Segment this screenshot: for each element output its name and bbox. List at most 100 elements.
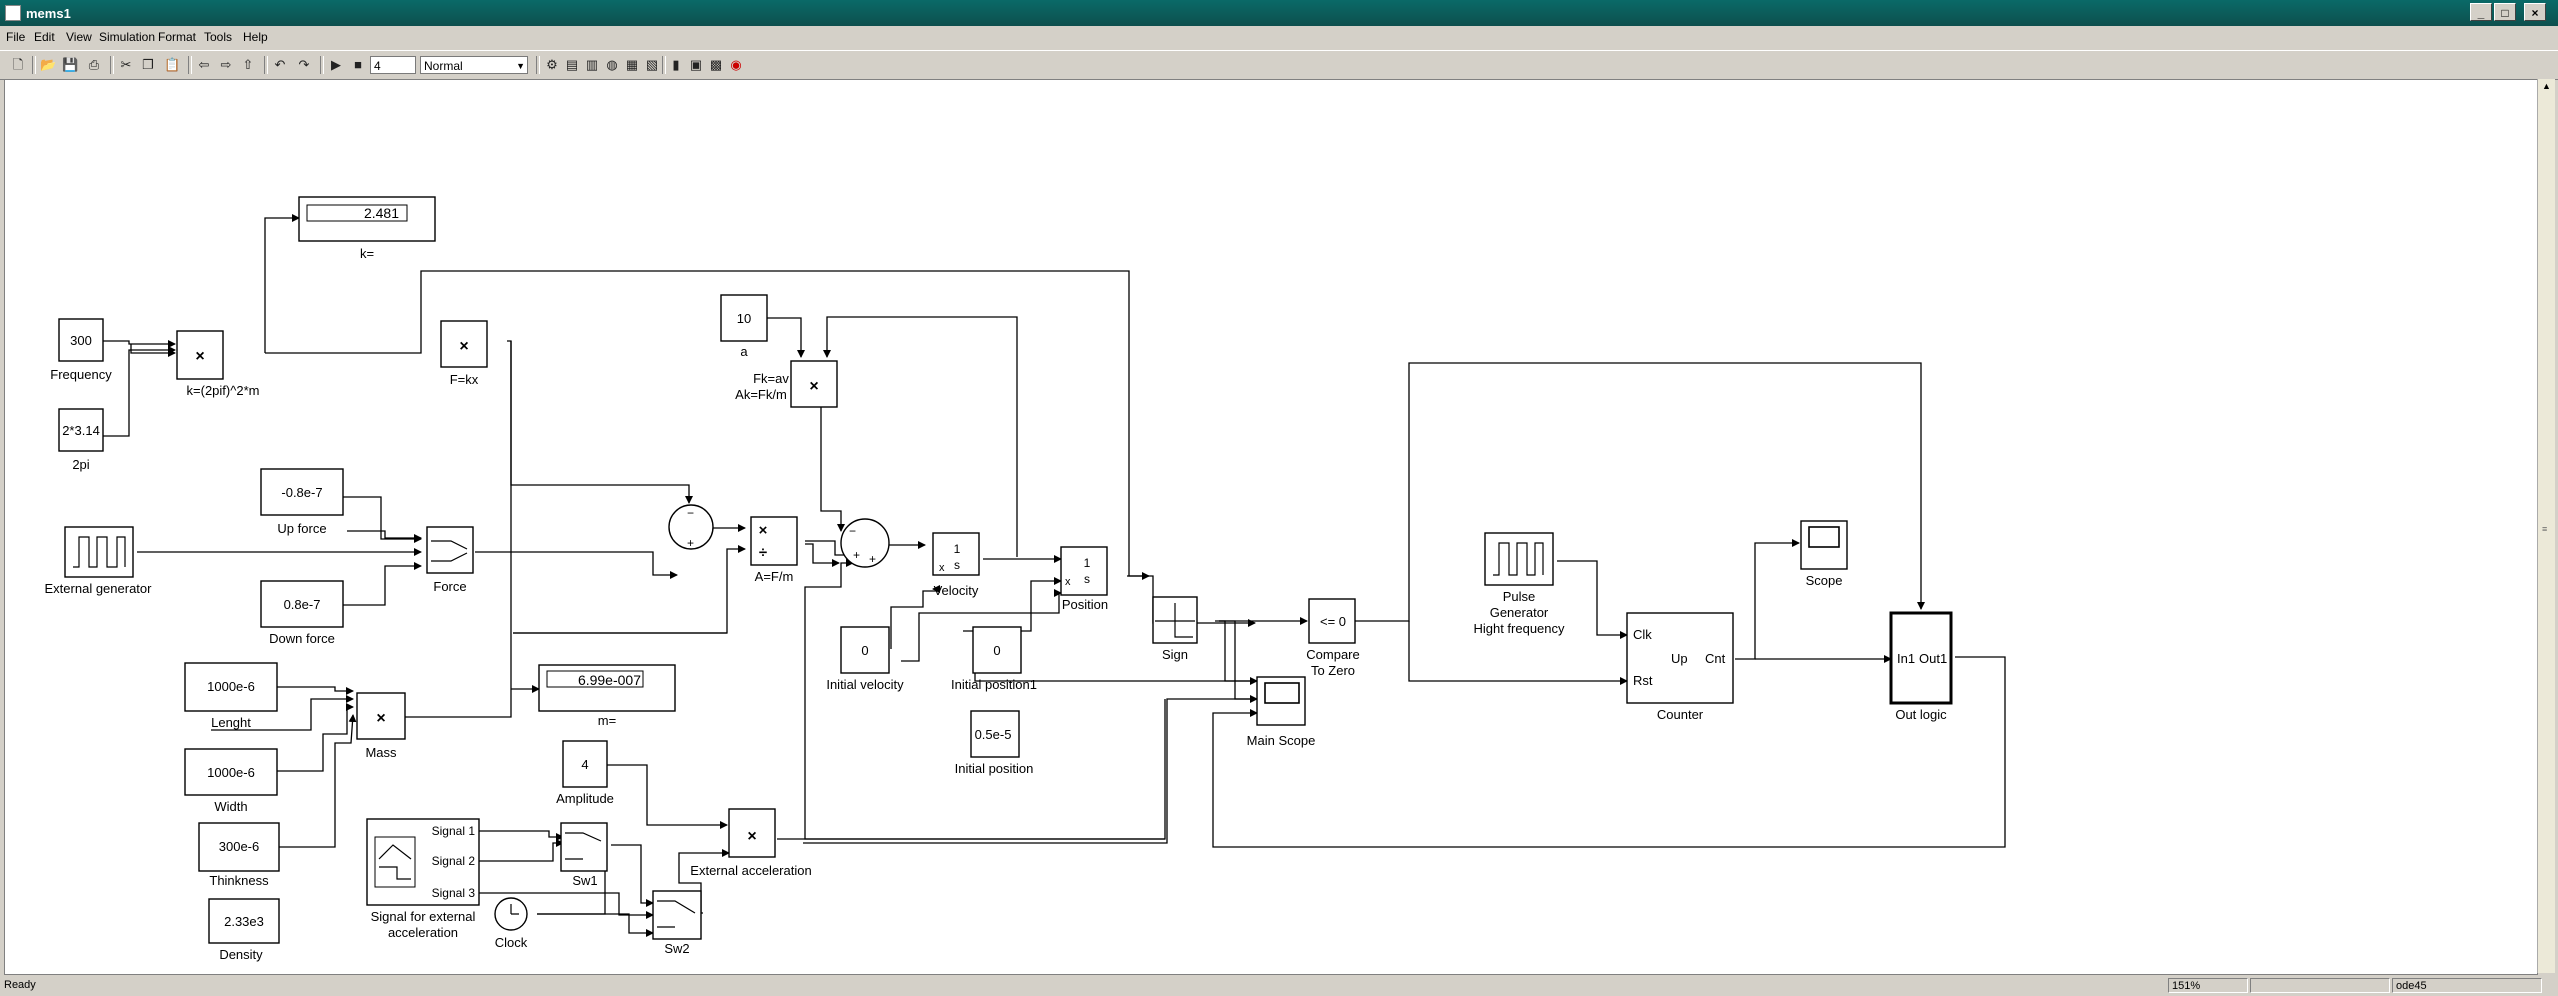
scope-label: Scope <box>1806 573 1843 588</box>
scroll-grip-icon[interactable]: ≡ <box>2542 524 2548 534</box>
title-bar: mems1 _ □ × <box>0 0 2558 26</box>
toolbar: 🗋 📂 💾 ⎙ ✂ ❐ 📋 ⇦ ⇨ ⇧ ↶ ↷ ▶ ■ 4 Normal▼ ⚙ … <box>0 50 2558 80</box>
width-value: 1000e-6 <box>207 765 255 780</box>
thinkness-block <box>198 822 280 872</box>
width-block <box>184 748 278 796</box>
scope-screen-icon <box>1808 526 1840 548</box>
debug-icon[interactable]: ◍ <box>606 57 618 72</box>
upforce-block <box>260 468 344 516</box>
build-icon[interactable]: ⚙ <box>546 57 558 72</box>
scroll-up-icon[interactable]: ▲ <box>2542 81 2551 91</box>
outlogic-in1: In1 <box>1897 651 1915 666</box>
model-explorer-icon[interactable]: ▥ <box>585 57 599 72</box>
initpos-value: 0.5e-5 <box>975 727 1012 742</box>
up-icon[interactable]: ⇧ <box>242 57 254 72</box>
density-label: Density <box>219 947 263 962</box>
undo-icon[interactable]: ↶ <box>274 57 286 72</box>
downforce-block <box>260 580 344 628</box>
sign-label: Sign <box>1162 647 1188 662</box>
amplitude-block <box>562 740 608 788</box>
extacc-label: External acceleration <box>690 863 811 878</box>
forward-icon[interactable]: ⇨ <box>220 57 232 72</box>
amplitude-value: 4 <box>581 757 588 772</box>
new-icon[interactable]: 🗋 <box>12 57 24 72</box>
update-diagram-icon[interactable]: ▤ <box>565 57 579 72</box>
stop-simulation-icon[interactable]: ■ <box>354 57 362 72</box>
clock-icon <box>510 904 519 915</box>
start-simulation-icon[interactable]: ▶ <box>331 57 341 72</box>
sw2-label: Sw2 <box>664 941 689 956</box>
signal-3-label: Signal 3 <box>432 886 476 900</box>
afm-block <box>750 516 798 566</box>
toggle-icon[interactable]: ▮ <box>672 57 680 72</box>
profiler-icon[interactable]: ▣ <box>689 57 703 72</box>
menu-tools[interactable]: Tools <box>204 30 233 44</box>
explorer-icon[interactable]: ▩ <box>709 57 723 72</box>
toolbar-separator <box>188 56 192 74</box>
initpos-label: Initial position <box>955 761 1034 776</box>
copy-icon[interactable]: ❐ <box>142 57 154 72</box>
width-label: Width <box>214 799 247 814</box>
sw1-icon <box>565 832 602 860</box>
model-browser-icon[interactable]: ▧ <box>645 57 659 72</box>
status-text: Ready <box>4 979 36 991</box>
block-diagram[interactable]: 2.481 k= 300 Frequency 2*3.14 2pi × k=(2… <box>5 80 2537 974</box>
sign-icon <box>1155 603 1195 638</box>
initvel-block <box>840 626 890 674</box>
signal-1-label: Signal 1 <box>432 824 476 838</box>
position-x0: x <box>1065 576 1071 588</box>
toolbar-separator <box>662 56 666 74</box>
a-value: 10 <box>737 311 751 326</box>
paste-icon[interactable]: 📋 <box>164 57 181 72</box>
menu-help[interactable]: Help <box>243 30 268 44</box>
initvel-value: 0 <box>861 643 868 658</box>
initvel-label: Initial velocity <box>826 677 904 692</box>
menu-edit[interactable]: Edit <box>34 30 55 44</box>
a-label: a <box>740 344 748 359</box>
menu-view[interactable]: View <box>66 30 92 44</box>
target-icon[interactable]: ◉ <box>730 57 742 72</box>
upforce-value: -0.8e-7 <box>281 485 322 500</box>
solver-name: ode45 <box>2392 978 2542 993</box>
menu-file[interactable]: File <box>6 30 26 44</box>
clock-label: Clock <box>495 935 528 950</box>
fkav-label: Fk=av <box>753 371 789 386</box>
menu-simulation[interactable]: Simulation <box>99 30 156 44</box>
display-m-label: m= <box>598 713 616 728</box>
chevron-down-icon[interactable]: ▼ <box>516 61 525 71</box>
lenght-value: 1000e-6 <box>207 679 255 694</box>
product-fkx-sign: × <box>459 338 468 355</box>
initpos1-value: 0 <box>993 643 1000 658</box>
simulation-mode-select[interactable]: Normal▼ <box>420 56 528 74</box>
lenght-block <box>184 662 278 712</box>
sigbuilder-label-2: acceleration <box>388 925 458 940</box>
close-button[interactable]: × <box>2524 3 2546 21</box>
model-canvas[interactable]: 2.481 k= 300 Frequency 2*3.14 2pi × k=(2… <box>4 79 2538 975</box>
save-icon[interactable]: 💾 <box>62 57 79 72</box>
density-value: 2.33e3 <box>224 914 264 929</box>
library-browser-icon[interactable]: ▦ <box>625 57 639 72</box>
menu-format[interactable]: Format <box>158 30 197 44</box>
lenght-label: Lenght <box>211 715 251 730</box>
outlogic-out1: Out1 <box>1919 651 1947 666</box>
initpos1-block <box>972 626 1022 674</box>
akfm-label: Ak=Fk/m <box>735 387 787 402</box>
print-icon[interactable]: ⎙ <box>88 57 100 72</box>
redo-icon[interactable]: ↷ <box>298 57 310 72</box>
thinkness-value: 300e-6 <box>219 839 259 854</box>
velocity-x0: x <box>939 562 945 574</box>
vertical-scrollbar[interactable]: ▲ ≡ <box>2537 79 2555 973</box>
velocity-label: Velocity <box>934 583 979 598</box>
a-constant-block <box>720 294 768 342</box>
minimize-button[interactable]: _ <box>2470 3 2492 21</box>
cut-icon[interactable]: ✂ <box>120 57 132 72</box>
velocity-integrator-block <box>932 532 980 576</box>
maximize-button[interactable]: □ <box>2494 3 2516 21</box>
product-k-block <box>176 330 224 380</box>
stop-time-input[interactable]: 4 <box>370 56 416 74</box>
open-icon[interactable]: 📂 <box>40 57 57 72</box>
density-block <box>208 898 280 944</box>
back-icon[interactable]: ⇦ <box>198 57 210 72</box>
thinkness-label: Thinkness <box>209 873 269 888</box>
window-title: mems1 <box>26 6 71 21</box>
